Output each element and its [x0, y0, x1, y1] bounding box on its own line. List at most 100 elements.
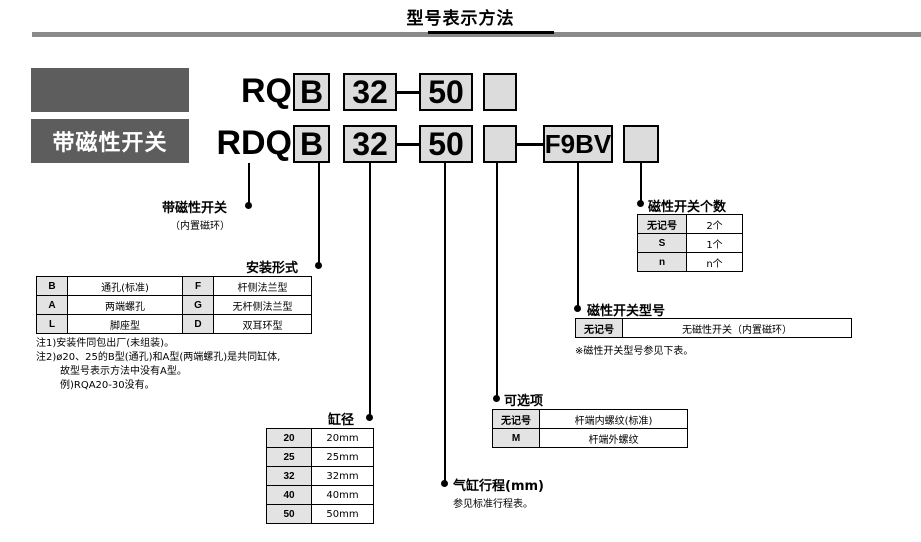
table-cell: 32mm	[311, 466, 374, 486]
code-prefix-rdq: RDQ	[216, 124, 292, 162]
table-cell: 双耳环型	[213, 314, 312, 334]
magnetic-tag: 带磁性开关	[31, 119, 189, 163]
table-cell: 2个	[686, 214, 743, 234]
code-box-option	[483, 125, 517, 163]
code-box-switch-count	[623, 125, 659, 163]
table-cell: n	[637, 252, 687, 272]
leader-line	[369, 163, 371, 417]
table-cell: B	[36, 276, 68, 296]
mounting-note: 注1)安装件同包出厂(未组装)。	[36, 338, 175, 349]
leader-line	[496, 163, 498, 398]
table-cell: 无记号	[575, 318, 623, 338]
table-cell: 两端螺孔	[67, 295, 183, 315]
stroke-label: 气缸行程(mm)	[453, 479, 544, 494]
table-cell: 无记号	[492, 409, 540, 429]
table-cell: A	[36, 295, 68, 315]
mounting-table: B 通孔(标准) F 杆侧法兰型 A 两端螺孔 G 无杆侧法兰型 L 脚座型 D…	[36, 276, 312, 334]
table-cell: 20	[266, 428, 312, 448]
code-box-mounting: B	[293, 125, 330, 163]
table-row: A 两端螺孔 G 无杆侧法兰型	[36, 295, 312, 315]
table-cell: 20mm	[311, 428, 374, 448]
code-box-stroke: 50	[419, 125, 473, 163]
mounting-note: 例)RQA20-30没有。	[60, 380, 155, 391]
leader-dot	[637, 200, 644, 207]
mounting-note: 故型号表示方法中没有A型。	[60, 366, 187, 377]
code-box-stroke: 50	[419, 73, 473, 111]
stroke-sublabel: 参见标准行程表。	[453, 499, 533, 510]
table-row: L 脚座型 D 双耳环型	[36, 314, 312, 334]
code-dash	[397, 143, 419, 146]
code-box-bore: 32	[343, 73, 397, 111]
table-cell: 杆端外螺纹	[539, 428, 688, 448]
table-cell: 25	[266, 447, 312, 467]
table-cell: 通孔(标准)	[67, 276, 183, 296]
table-cell: 无磁性开关（内置磁环）	[622, 318, 852, 338]
leader-line	[577, 163, 579, 308]
table-cell: G	[182, 295, 214, 315]
table-row: 无记号无磁性开关（内置磁环）	[575, 318, 852, 338]
leader-dot	[245, 202, 252, 209]
table-cell: 无杆侧法兰型	[213, 295, 312, 315]
leader-dot	[493, 395, 500, 402]
table-cell: 25mm	[311, 447, 374, 467]
leader-dot	[315, 262, 322, 269]
title-rule	[32, 32, 921, 37]
bore-label: 缸径	[328, 413, 355, 428]
table-cell: L	[36, 314, 68, 334]
mounting-label: 安装形式	[246, 261, 299, 276]
with-switch-label: 带磁性开关	[162, 201, 228, 216]
switch-type-label: 磁性开关型号	[587, 304, 666, 319]
table-cell: 无记号	[637, 214, 687, 234]
table-cell: 40mm	[311, 485, 374, 505]
code-box-mounting: B	[293, 73, 330, 111]
table-cell: 50	[266, 504, 312, 524]
table-cell: M	[492, 428, 540, 448]
option-label: 可选项	[504, 394, 544, 409]
code-box-option	[483, 73, 517, 111]
table-cell: 1个	[686, 233, 743, 253]
table-cell: 40	[266, 485, 312, 505]
leader-dot	[441, 480, 448, 487]
code-box-switch: F9BV	[543, 125, 613, 163]
table-cell: 32	[266, 466, 312, 486]
with-switch-sublabel: （内置磁环）	[170, 221, 230, 232]
code-dash	[517, 143, 543, 146]
switch-type-note: ※磁性开关型号参见下表。	[575, 346, 694, 357]
table-row: 无记号杆端内螺纹(标准)	[492, 409, 688, 429]
leader-line	[318, 163, 320, 265]
blank-tag	[31, 68, 189, 112]
switch-type-table: 无记号无磁性开关（内置磁环）	[575, 318, 852, 338]
leader-dot	[366, 414, 373, 421]
table-cell: 杆端内螺纹(标准)	[539, 409, 688, 429]
leader-line	[640, 163, 642, 203]
table-cell: 杆侧法兰型	[213, 276, 312, 296]
code-dash	[397, 91, 419, 94]
leader-line	[444, 163, 446, 483]
leader-dot	[574, 305, 581, 312]
table-cell: F	[182, 276, 214, 296]
table-cell: D	[182, 314, 214, 334]
code-prefix-rq: RQ	[241, 72, 292, 110]
table-cell: 脚座型	[67, 314, 183, 334]
table-cell: 50mm	[311, 504, 374, 524]
leader-line	[248, 163, 250, 205]
table-cell: S	[637, 233, 687, 253]
page-title: 型号表示方法	[406, 9, 515, 29]
table-cell: n个	[686, 252, 743, 272]
mounting-note: 注2)ø20、25的B型(通孔)和A型(两端螺孔)是共同缸体,	[36, 352, 281, 363]
switch-count-label: 磁性开关个数	[648, 200, 727, 215]
table-row: B 通孔(标准) F 杆侧法兰型	[36, 276, 312, 296]
code-box-bore: 32	[343, 125, 397, 163]
